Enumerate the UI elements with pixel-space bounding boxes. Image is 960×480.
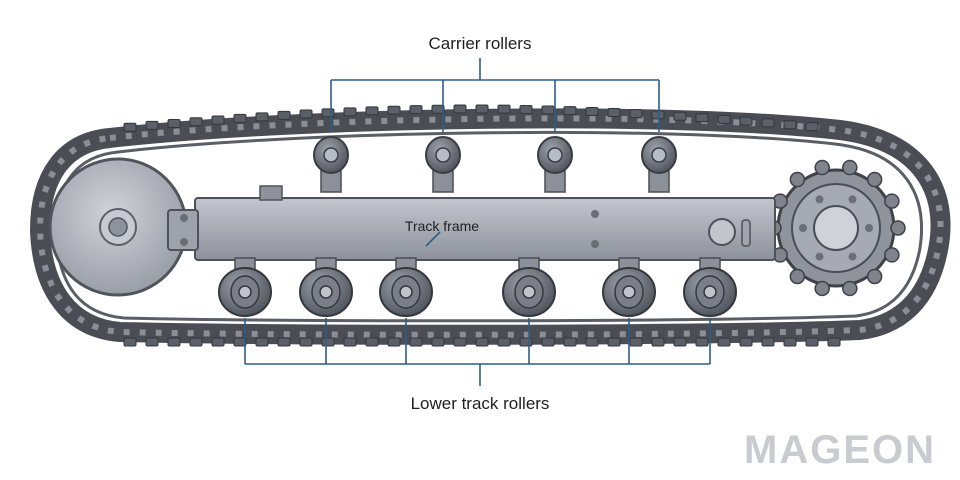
carrier-roller — [425, 136, 461, 193]
track-chain-links — [36, 115, 944, 338]
lower-track-rollers-label: Lower track rollers — [410, 394, 550, 413]
carrier-rollers-label: Carrier rollers — [428, 34, 532, 53]
carrier-rollers — [313, 136, 677, 193]
logo-text: MAGEON — [744, 428, 936, 471]
lower-track-roller — [502, 257, 556, 317]
lower-track-roller — [602, 257, 656, 317]
lower-track-roller — [218, 257, 272, 317]
carrier-roller — [537, 136, 573, 193]
idler-wheel — [48, 157, 188, 297]
carrier-roller — [641, 136, 677, 193]
lower-track-roller — [683, 257, 737, 317]
track-grousers — [123, 104, 841, 347]
lower-track-roller — [299, 257, 353, 317]
mageon-logo: MAGEON — [744, 428, 936, 471]
track-frame-leader — [425, 231, 441, 247]
lower-leader-lines — [244, 318, 711, 386]
track-chain — [30, 108, 951, 345]
track-frame-label: Track frame — [404, 218, 480, 234]
carrier-roller — [313, 136, 349, 193]
drive-sprocket — [766, 159, 906, 297]
track-frame — [167, 185, 776, 261]
lower-track-roller — [379, 257, 433, 317]
lower-track-rollers — [218, 257, 737, 317]
carrier-leader-lines — [330, 58, 660, 132]
track-chain-inner — [54, 130, 923, 323]
